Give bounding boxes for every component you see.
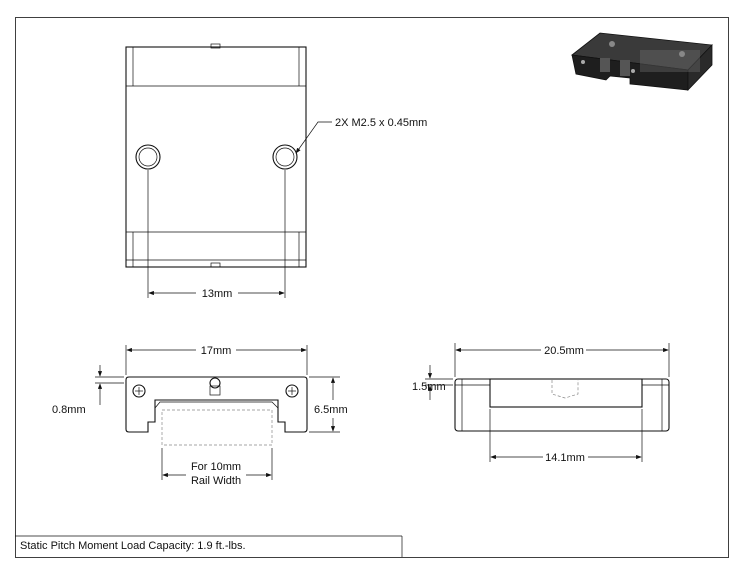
rail-note-line2: Rail Width bbox=[191, 475, 241, 487]
iso-view bbox=[571, 32, 713, 91]
front-height-label: 6.5mm bbox=[314, 404, 348, 416]
side-view: 20.5mm 14.1mm 1.5mm bbox=[412, 343, 670, 464]
front-view: 17mm 6.5mm 0.8mm For 10mm Rail Width bbox=[52, 345, 348, 487]
load-capacity-note: Static Pitch Moment Load Capacity: 1.9 f… bbox=[20, 540, 246, 552]
rail-note-line1: For 10mm bbox=[191, 461, 241, 473]
hole-spacing-label: 13mm bbox=[202, 288, 233, 300]
mount-hole-right bbox=[272, 144, 298, 170]
side-step-label: 1.5mm bbox=[412, 381, 446, 393]
side-length-label: 20.5mm bbox=[544, 345, 584, 357]
sheet-border bbox=[15, 17, 729, 558]
side-body-length-label: 14.1mm bbox=[545, 452, 585, 464]
front-width-label: 17mm bbox=[201, 345, 232, 357]
front-offset-label: 0.8mm bbox=[52, 404, 86, 416]
thread-callout: 2X M2.5 x 0.45mm bbox=[335, 117, 427, 129]
top-view: 13mm 2X M2.5 x 0.45mm bbox=[125, 43, 427, 300]
mount-hole-left bbox=[135, 144, 161, 170]
